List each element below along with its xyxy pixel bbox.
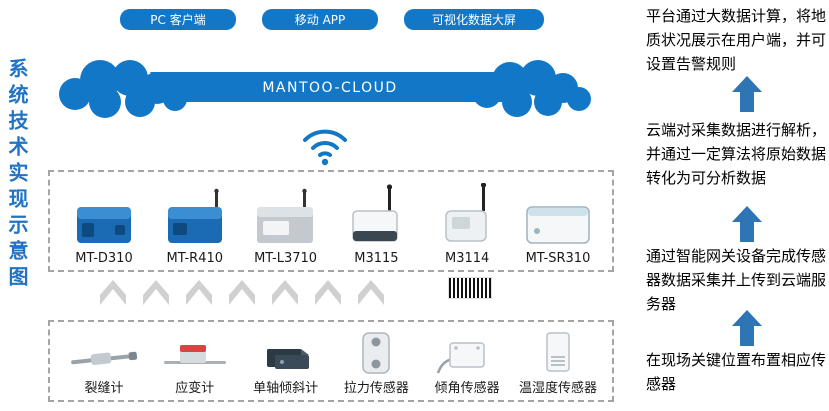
temp-humidity-sensor-icon [546, 332, 570, 372]
sensor-crack-meter: 裂缝计 [60, 337, 148, 396]
up-chevron-icon [143, 280, 169, 305]
sensors-group: 裂缝计 应变计 单轴倾斜计 拉力传 [48, 320, 614, 402]
device-label: MT-D310 [75, 251, 133, 266]
device-mt-sr310: MT-SR310 [514, 193, 602, 266]
up-chevron-icon [229, 280, 255, 305]
strain-gauge-icon [163, 345, 226, 364]
sensor-inclinometer: 单轴倾斜计 [242, 337, 330, 396]
device-mt-d310: MT-D310 [60, 193, 148, 266]
barcode [448, 277, 492, 299]
dtu-device-icon [77, 207, 131, 243]
gateway-device-icon [256, 188, 313, 243]
sensor-label: 裂缝计 [84, 381, 124, 396]
cloud-ribbon [150, 72, 510, 102]
rtu-device-icon [167, 188, 222, 243]
device-label: MT-SR310 [525, 251, 591, 266]
sensor-label: 应变计 [175, 381, 215, 396]
step-gateway-text: 通过智能网关设备完成传感器数据采集并上传到云端服务器 [646, 247, 827, 313]
device-label: MT-R410 [166, 251, 224, 266]
load-cell-icon [362, 332, 391, 374]
sensor-label: 单轴倾斜计 [253, 381, 319, 396]
up-chevron-icon [358, 280, 384, 305]
up-chevron-icon [100, 280, 126, 305]
logger-device-icon [352, 184, 399, 242]
device-label: M3115 [354, 251, 399, 266]
device-m3114: M3114 [423, 183, 511, 266]
page-title: 系统技术实现示意图 [5, 58, 29, 292]
step-cloud-text: 云端对采集数据进行解析，并通过一定算法将原始数据转化为可分析数据 [646, 121, 827, 187]
process-steps-column: 平台通过大数据计算，将地质状况展示在用户端，并可设置告警规则 云端对采集数据进行… [646, 0, 826, 411]
cloud-left-icon [59, 60, 187, 118]
logger-device-icon [445, 183, 487, 242]
sensor-label: 拉力传感器 [343, 381, 409, 396]
sensor-strain-gauge: 应变计 [151, 337, 239, 396]
sensor-tilt: 倾角传感器 [423, 337, 511, 396]
step-sensor-text: 在现场关键位置布置相应传感器 [646, 351, 827, 393]
cloud-banner: MANTOO-CLOUD [59, 60, 591, 118]
device-label: MT-L3710 [254, 251, 318, 266]
flow-arrows-row [48, 277, 614, 319]
up-chevron-icon [315, 280, 341, 305]
receiver-device-icon [526, 206, 590, 244]
up-arrow-icon [732, 206, 762, 242]
devices-group: MT-D310 MT-R410 MT-L3710 [48, 170, 614, 272]
sensor-temp-humidity: 温湿度传感器 [514, 331, 602, 396]
sensor-label: 倾角传感器 [434, 381, 500, 396]
chip-pc-client: PC 客户端 [120, 9, 236, 30]
device-m3115: M3115 [332, 183, 420, 266]
wifi-icon [303, 129, 347, 166]
device-mt-l3710: MT-L3710 [242, 187, 330, 266]
up-chevron-icon [272, 280, 298, 305]
device-label: M3114 [445, 251, 490, 266]
sensor-label: 温湿度传感器 [518, 381, 597, 396]
up-arrow-icon [732, 310, 762, 346]
chip-mobile-app: 移动 APP [262, 9, 378, 30]
tilt-sensor-icon [437, 342, 485, 374]
inclinometer-icon [266, 349, 309, 369]
up-chevron-icon [186, 280, 212, 305]
chip-data-screen: 可视化数据大屏 [404, 9, 544, 30]
device-mt-r410: MT-R410 [151, 187, 239, 266]
sensor-load-cell: 拉力传感器 [332, 331, 420, 396]
step-platform-text: 平台通过大数据计算，将地质状况展示在用户端，并可设置告警规则 [646, 7, 827, 73]
cloud-label: MANTOO-CLOUD [262, 80, 397, 96]
up-arrow-icon [732, 76, 762, 112]
crack-meter-icon [71, 351, 138, 366]
